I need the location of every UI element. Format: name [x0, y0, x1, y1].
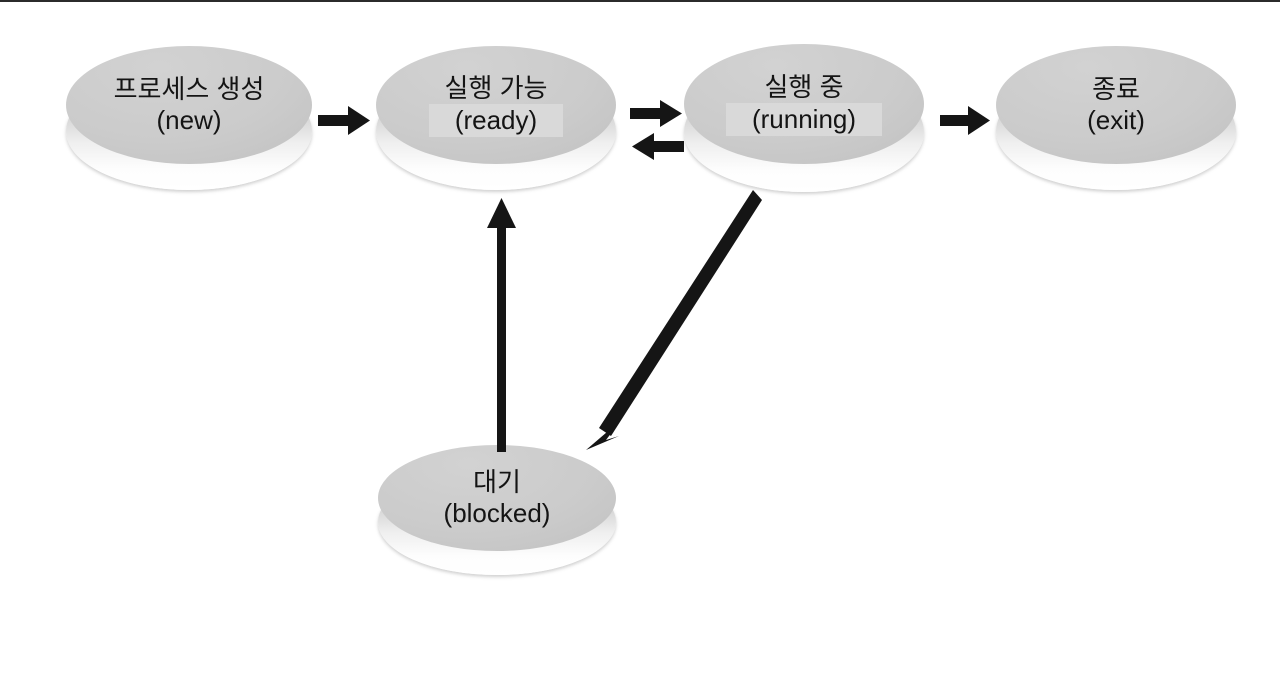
- node-new-top: [66, 46, 312, 164]
- node-running-label: 실행 중 (running): [684, 44, 924, 164]
- node-blocked-top: [378, 445, 616, 551]
- top-border-rule: [0, 0, 1280, 2]
- node-new-label-ko: 프로세스 생성: [113, 74, 265, 105]
- arrow-ready-to-running: [630, 100, 682, 127]
- node-ready[interactable]: 실행 가능 (ready): [376, 46, 616, 190]
- node-exit-label-ko: 종료: [1092, 74, 1140, 105]
- node-ready-label-ko: 실행 가능: [444, 72, 548, 103]
- node-running[interactable]: 실행 중 (running): [684, 44, 924, 192]
- arrow-blocked-to-ready: [487, 198, 516, 452]
- node-exit[interactable]: 종료 (exit): [996, 46, 1236, 190]
- node-exit-label-en: (exit): [1087, 105, 1145, 135]
- node-exit-top: [996, 46, 1236, 164]
- arrow-running-to-blocked: [586, 190, 762, 450]
- node-ready-label-en: (ready): [428, 103, 564, 138]
- arrow-running-to-ready: [632, 133, 684, 160]
- node-blocked[interactable]: 대기 (blocked): [378, 445, 616, 575]
- node-running-label-en: (running): [725, 102, 883, 137]
- node-blocked-label: 대기 (blocked): [378, 445, 616, 551]
- node-exit-label: 종료 (exit): [996, 46, 1236, 164]
- node-running-label-ko: 실행 중: [764, 71, 844, 102]
- arrow-running-to-exit: [940, 106, 990, 135]
- node-new-label-en: (new): [156, 105, 222, 135]
- node-blocked-label-en: (blocked): [443, 498, 551, 528]
- node-new-label: 프로세스 생성 (new): [66, 46, 312, 164]
- node-blocked-label-ko: 대기: [473, 467, 521, 498]
- node-new[interactable]: 프로세스 생성 (new): [66, 46, 312, 190]
- node-ready-label: 실행 가능 (ready): [376, 46, 616, 164]
- arrow-new-to-ready: [318, 106, 370, 135]
